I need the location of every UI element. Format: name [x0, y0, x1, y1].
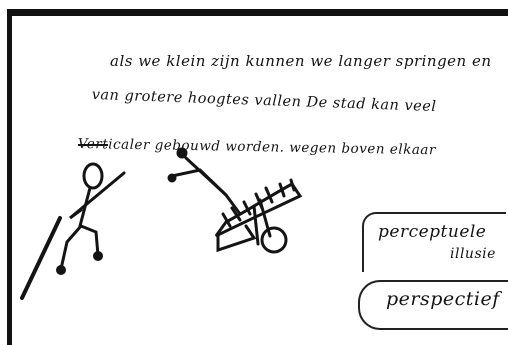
paper-sheet — [7, 9, 508, 345]
note-perceptuele-illusie: perceptuele illusie — [362, 212, 506, 272]
stick-figure-icon — [20, 162, 126, 300]
leaping-figure-icon — [167, 147, 303, 254]
note2-text: perspectief — [386, 288, 500, 310]
note-perspectief: perspectief — [358, 280, 508, 330]
handwriting-line-1: als we klein zijn kunnen we langer sprin… — [110, 52, 492, 70]
note1-line1: perceptuele — [378, 222, 487, 242]
note1-line2: illusie — [450, 246, 496, 262]
